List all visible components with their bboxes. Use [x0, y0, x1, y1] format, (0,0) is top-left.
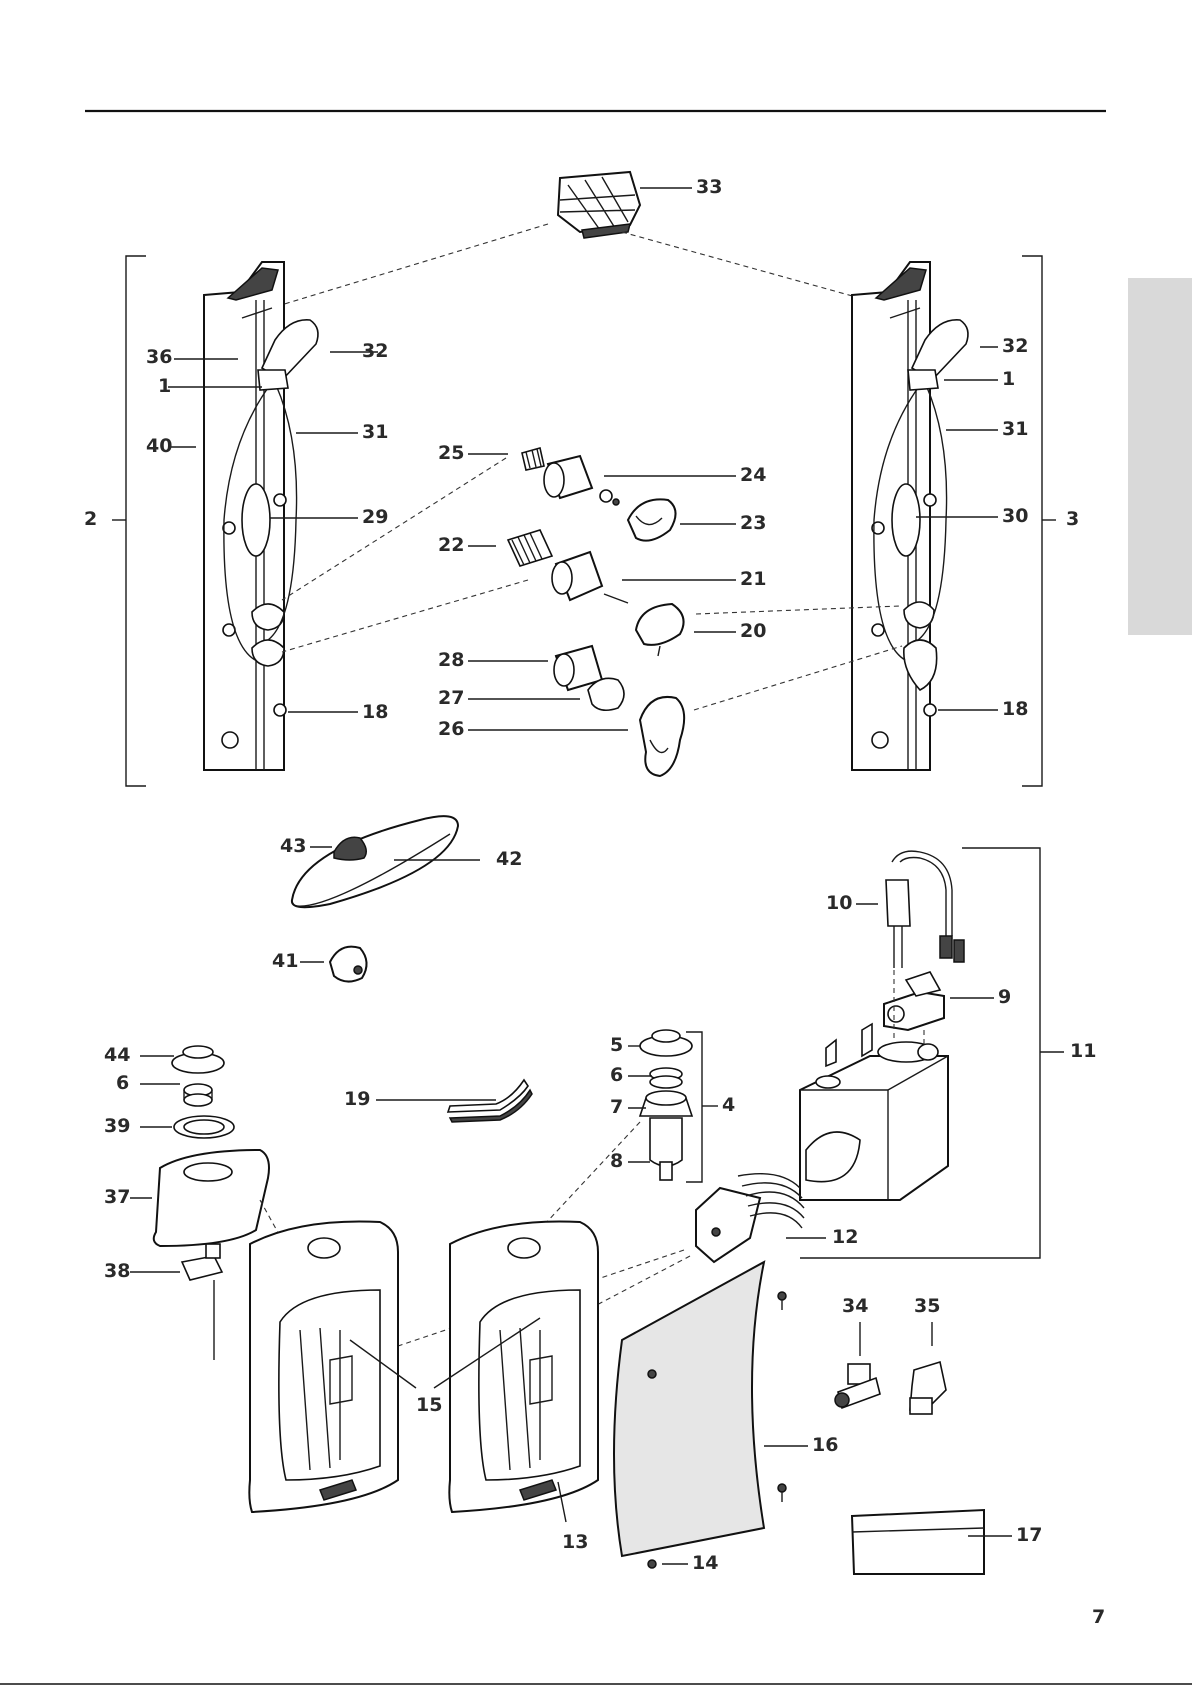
callout-16: 16 — [812, 1434, 838, 1456]
callout-39: 39 — [104, 1115, 130, 1137]
callout-42: 42 — [496, 848, 522, 870]
left-shower-column — [204, 262, 318, 770]
part-39-collar — [174, 1116, 234, 1138]
callout-6-left: 6 — [116, 1072, 129, 1094]
callout-19: 19 — [344, 1088, 370, 1110]
callout-5: 5 — [610, 1034, 623, 1056]
screw-bottom — [778, 1484, 786, 1502]
callout-38: 38 — [104, 1260, 130, 1282]
part-22-thermostat — [508, 530, 552, 566]
part-24-cartridge — [544, 456, 619, 505]
callout-1-right: 1 — [1002, 368, 1015, 390]
callout-11: 11 — [1070, 1040, 1096, 1062]
part-35-elbow — [910, 1362, 946, 1414]
callout-28: 28 — [438, 649, 464, 671]
part-44-cap — [172, 1046, 224, 1073]
callout-40: 40 — [146, 435, 172, 457]
callout-41: 41 — [272, 950, 298, 972]
callout-43: 43 — [280, 835, 306, 857]
part-38-sensor — [182, 1244, 222, 1360]
callout-22: 22 — [438, 534, 464, 556]
part-12-element — [696, 1174, 804, 1262]
part-21-housing — [552, 552, 628, 603]
callout-12: 12 — [832, 1226, 858, 1248]
part-6-ring — [184, 1084, 212, 1106]
callout-30: 30 — [1002, 505, 1028, 527]
callout-32-right: 32 — [1002, 335, 1028, 357]
right-housing — [449, 1221, 598, 1512]
section-tab — [1128, 278, 1192, 635]
part-28-cartridge — [554, 646, 624, 710]
part-17-box — [852, 1510, 984, 1574]
part-25-cartridge-stem — [522, 448, 544, 470]
callout-21: 21 — [740, 568, 766, 590]
callout-31-left: 31 — [362, 421, 388, 443]
part-23-knob — [628, 499, 676, 540]
callout-17: 17 — [1016, 1524, 1042, 1546]
part-20-knob — [636, 604, 684, 656]
right-shower-column — [852, 262, 968, 770]
part-43-clip — [334, 837, 366, 860]
callout-29: 29 — [362, 506, 388, 528]
part-19-clip — [448, 1080, 532, 1122]
callout-10: 10 — [826, 892, 852, 914]
callout-34: 34 — [842, 1295, 868, 1317]
part-34-fitting — [835, 1364, 880, 1408]
callout-4: 4 — [722, 1094, 735, 1116]
callout-36: 36 — [146, 346, 172, 368]
callout-35: 35 — [914, 1295, 940, 1317]
callout-33: 33 — [696, 176, 722, 198]
part-16-front-panel — [614, 1262, 764, 1556]
callout-8: 8 — [610, 1150, 623, 1172]
callout-7: 7 — [610, 1096, 623, 1118]
callout-31-right: 31 — [1002, 418, 1028, 440]
callout-3: 3 — [1066, 508, 1079, 530]
part-10-sensor — [886, 851, 964, 968]
callout-2: 2 — [84, 508, 97, 530]
part-42-shelf — [292, 816, 458, 907]
callout-27: 27 — [438, 687, 464, 709]
callout-14: 14 — [692, 1552, 718, 1574]
part-26-lever — [640, 697, 684, 776]
heater-box — [800, 1024, 948, 1200]
callout-9: 9 — [998, 986, 1011, 1008]
part-9-valve — [884, 972, 944, 1030]
part-14-screw — [648, 1560, 656, 1568]
page-number: 7 — [1092, 1606, 1105, 1628]
part-4-valve-assembly — [640, 1030, 692, 1180]
callout-18-right: 18 — [1002, 698, 1028, 720]
left-housing — [249, 1221, 398, 1512]
callout-44: 44 — [104, 1044, 130, 1066]
screw-top — [778, 1292, 786, 1310]
callout-6-center: 6 — [610, 1064, 623, 1086]
part-41-cap — [330, 947, 367, 982]
callout-13: 13 — [562, 1531, 588, 1553]
callout-32-left: 32 — [362, 340, 388, 362]
callout-20: 20 — [740, 620, 766, 642]
callout-15: 15 — [416, 1394, 442, 1416]
callout-24: 24 — [740, 464, 766, 486]
callout-37: 37 — [104, 1186, 130, 1208]
callout-26: 26 — [438, 718, 464, 740]
callout-1-left: 1 — [158, 375, 171, 397]
callout-23: 23 — [740, 512, 766, 534]
part-37-cover — [154, 1150, 269, 1246]
callout-25: 25 — [438, 442, 464, 464]
callout-18-left: 18 — [362, 701, 388, 723]
part-33-top-cap — [558, 172, 640, 238]
